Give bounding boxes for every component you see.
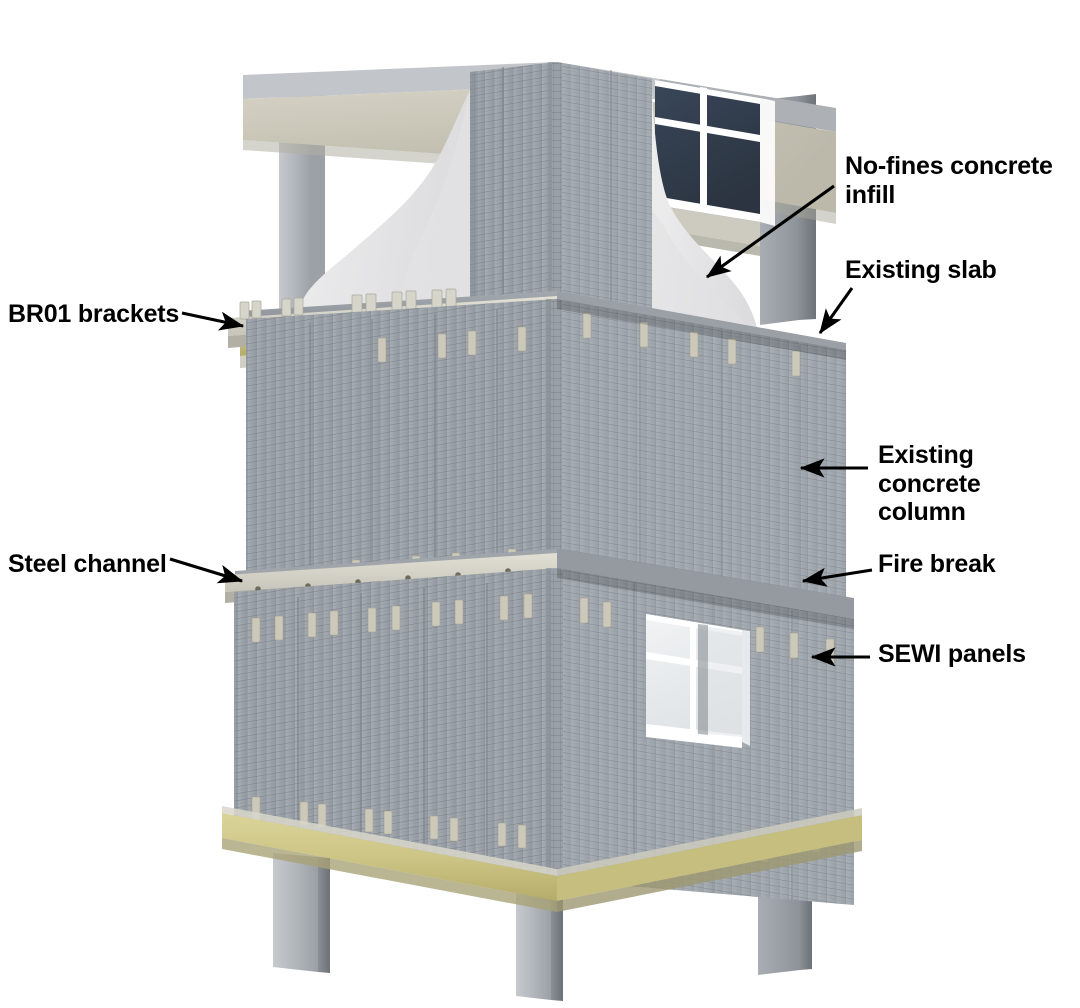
- label-existing-slab: Existing slab: [845, 256, 997, 284]
- steel-channel-low-left: [225, 553, 557, 592]
- sewi-corner-edge-top: [552, 62, 562, 302]
- base-left-column: [273, 853, 318, 972]
- sewi-panels-top-pier: [470, 62, 652, 330]
- base-plinth-assembly: [222, 806, 862, 912]
- br01-brackets-mid: [239, 288, 457, 320]
- label-no-fines-concrete-infill: No-fines concrete infill: [845, 152, 1053, 209]
- sewi-panel-top-left-face: [470, 62, 557, 315]
- label-existing-concrete-column: Existing concrete column: [878, 441, 981, 526]
- sewi-corner-edge-low: [551, 568, 563, 882]
- label-br01-brackets: BR01 brackets: [8, 300, 180, 328]
- label-sewi-panels: SEWI panels: [878, 640, 1026, 668]
- sewi-panel-mid-left-face: [246, 299, 557, 583]
- label-steel-channel: Steel channel: [8, 550, 167, 578]
- sewi-corner-edge-mid: [551, 299, 562, 562]
- base-middle-column: [516, 886, 551, 1000]
- ambient-shading: [557, 299, 854, 629]
- fire-break-band-base-left: [222, 813, 557, 901]
- sewi-panel-mid-right-face: [557, 299, 846, 608]
- sewi-panel-joints-low-left: [297, 583, 488, 866]
- sewi-panel-joints-mid-left: [309, 309, 498, 578]
- upper-window: [655, 80, 775, 226]
- fire-break-band-base-right: [557, 815, 862, 901]
- sewi-panels-lower-storey: [234, 568, 854, 905]
- lower-slab-edge-right: [557, 549, 854, 619]
- sewi-panel-clips-mid-top: [377, 312, 801, 377]
- label-fire-break: Fire break: [878, 550, 996, 578]
- sewi-panel-top-right-face: [557, 62, 652, 330]
- lower-window: [646, 614, 750, 748]
